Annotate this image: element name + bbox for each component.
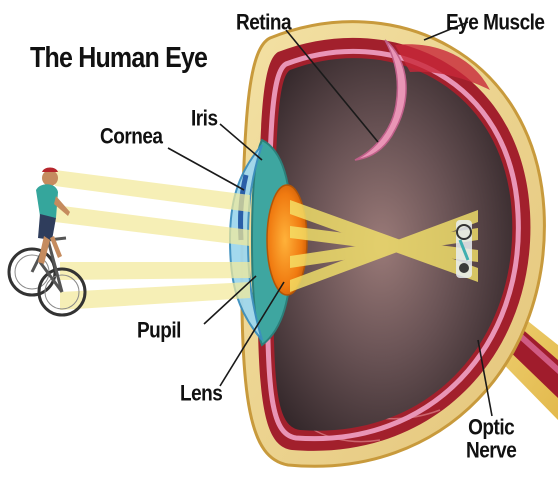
- inverted-image: [456, 220, 472, 278]
- optic-nerve-label: Optic Nerve: [466, 417, 516, 463]
- eye-muscle-label: Eye Muscle: [446, 12, 545, 34]
- retina-label: Retina: [236, 12, 291, 34]
- cornea-label: Cornea: [100, 126, 162, 148]
- optic-label-line1: Optic: [466, 417, 516, 440]
- optic-label-line2: Nerve: [466, 440, 516, 463]
- lens-label: Lens: [180, 383, 222, 405]
- pupil-label: Pupil: [137, 320, 181, 342]
- iris-label: Iris: [191, 108, 218, 130]
- page-title: The Human Eye: [30, 44, 207, 73]
